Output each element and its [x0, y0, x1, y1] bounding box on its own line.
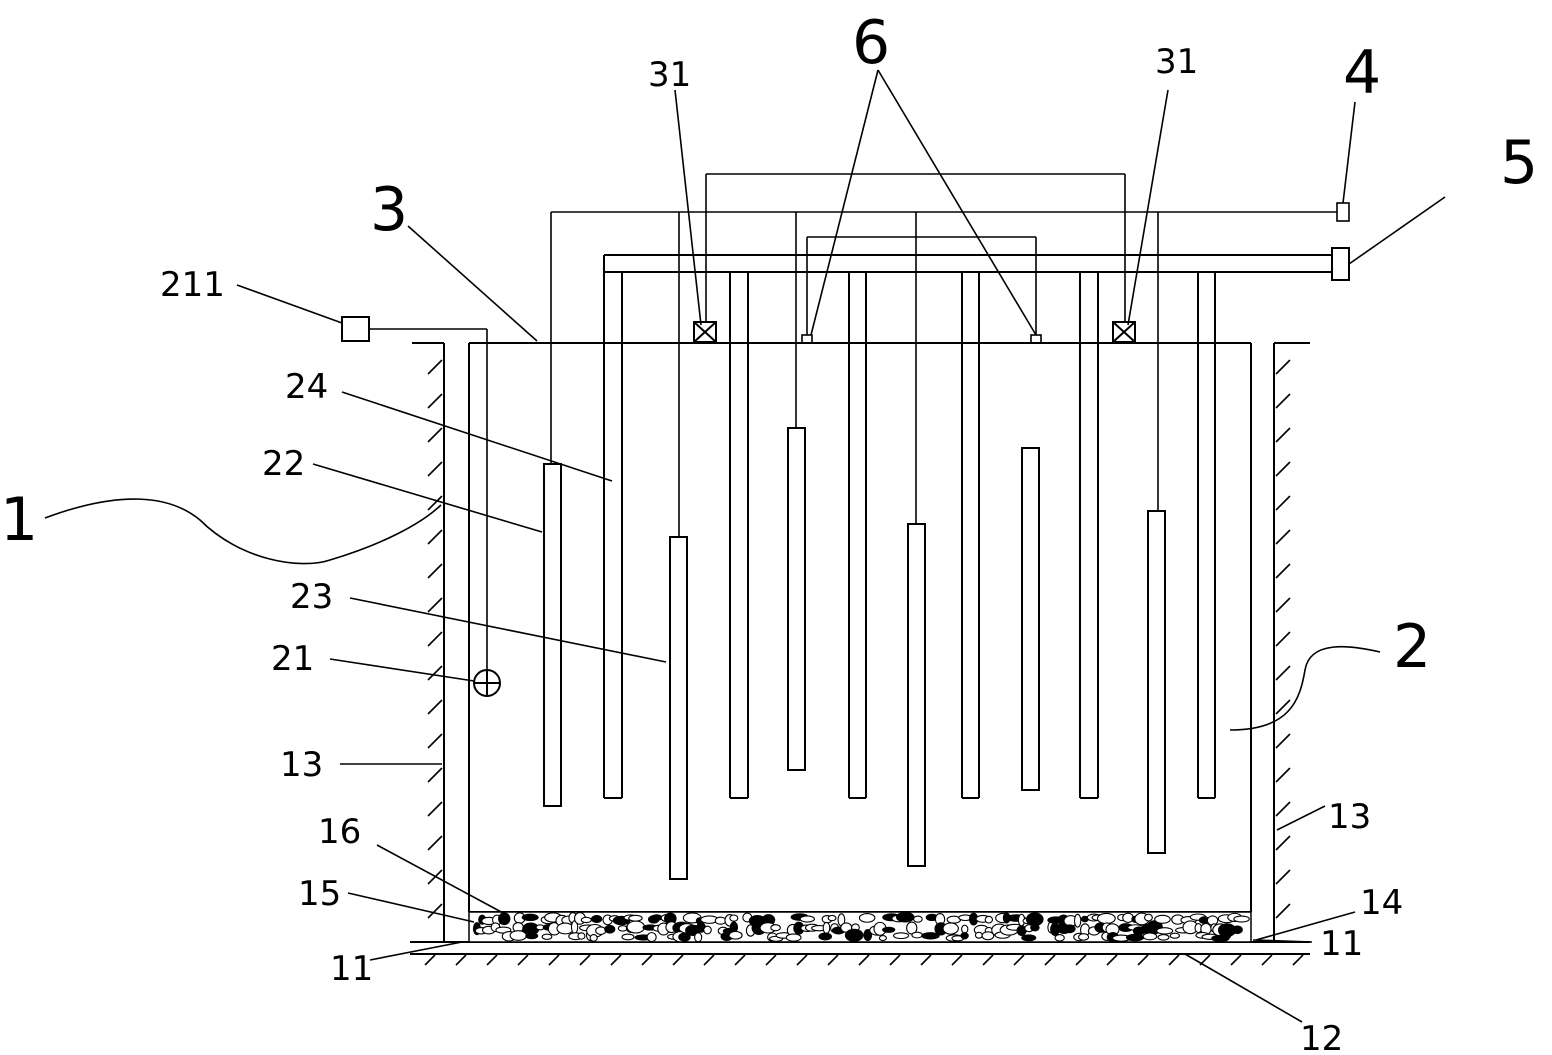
- leader-lines: [44, 69, 1446, 1023]
- pipe-manifold-inner: [806, 236, 1037, 335]
- left-soil-wall: [412, 342, 445, 942]
- label-12: 12: [1300, 1019, 1343, 1055]
- label-211: 211: [160, 265, 225, 305]
- label-1: 1: [0, 485, 38, 555]
- sensor-6-left: [801, 334, 813, 344]
- label-23: 23: [290, 577, 333, 617]
- label-14: 14: [1360, 883, 1403, 923]
- label-24: 24: [285, 367, 328, 407]
- label-15: 15: [298, 874, 341, 914]
- box-211: [341, 316, 370, 342]
- label-16: 16: [318, 812, 361, 852]
- rod-c: [1021, 447, 1040, 791]
- gravel-layer: [468, 911, 1252, 943]
- pipe-manifold-4: [550, 202, 1350, 537]
- pipe-manifold-upper: [705, 173, 1126, 322]
- ground-base: [410, 941, 1310, 966]
- reference-labels: 1 2 3 4 5 6 31 31 211 24 22 23 21 13 13 …: [0, 8, 1538, 1055]
- label-11-right: 11: [1320, 924, 1363, 964]
- valve-31-left: [693, 321, 717, 343]
- right-soil-wall: [1273, 342, 1310, 942]
- rod-23: [669, 536, 688, 880]
- label-13-left: 13: [280, 745, 323, 785]
- rod-b: [907, 523, 926, 867]
- sensor-6-right: [1030, 334, 1042, 344]
- label-5: 5: [1500, 128, 1538, 198]
- tank: [461, 342, 1258, 943]
- label-6: 6: [852, 8, 890, 78]
- label-11-left: 11: [330, 949, 373, 989]
- label-22: 22: [262, 444, 305, 484]
- u-tube-group: [604, 271, 1216, 799]
- label-31-right: 31: [1155, 42, 1198, 82]
- valve-31-right: [1112, 321, 1136, 343]
- rod-22: [543, 463, 562, 807]
- rod-a: [787, 427, 806, 771]
- label-21: 21: [271, 639, 314, 679]
- label-13-right: 13: [1328, 797, 1371, 837]
- label-3: 3: [370, 175, 408, 245]
- rod-d: [1147, 510, 1166, 854]
- label-31-left: 31: [648, 55, 691, 95]
- label-4: 4: [1343, 38, 1381, 108]
- label-2: 2: [1393, 612, 1431, 682]
- probe-21: [369, 328, 501, 697]
